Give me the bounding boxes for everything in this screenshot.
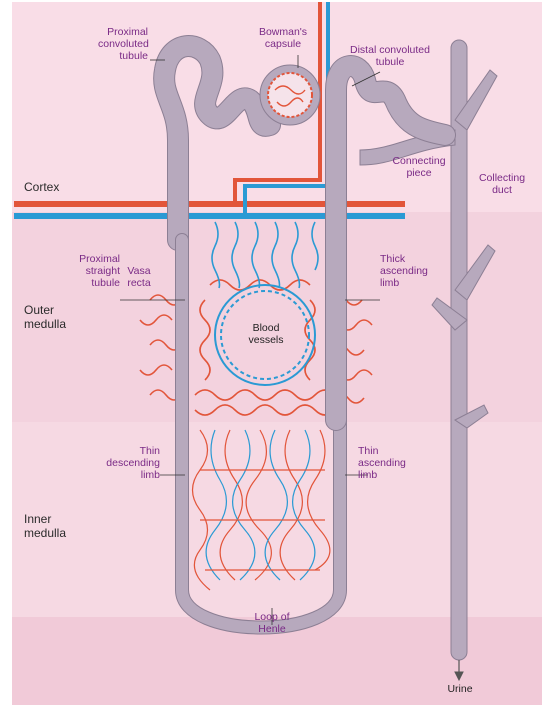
zone-label-cortex: Cortex <box>24 180 59 194</box>
label-distal-convoluted-tubule: Distal convoluted tubule <box>340 44 440 68</box>
label-thin-descending-limb: Thin descending limb <box>92 445 160 481</box>
label-bowmans-capsule: Bowman's capsule <box>255 26 311 50</box>
label-vasa-recta: Vasa recta <box>122 265 156 289</box>
zone-label-inner-medulla: Inner medulla <box>24 512 66 540</box>
zone-label-outer-medulla: Outer medulla <box>24 303 66 331</box>
label-proximal-convoluted-tubule: Proximal convoluted tubule <box>98 26 148 62</box>
label-thin-ascending-limb: Thin ascending limb <box>358 445 422 481</box>
label-urine: Urine <box>440 683 480 695</box>
label-blood-vessels: Blood vessels <box>238 322 294 346</box>
label-thick-ascending-limb: Thick ascending limb <box>380 253 440 289</box>
label-proximal-straight-tubule: Proximal straight tubule <box>62 253 120 289</box>
label-collecting-duct: Collecting duct <box>470 172 534 196</box>
bowmans-capsule-shape <box>260 65 320 125</box>
label-loop-of-henle: Loop of Henle <box>242 611 302 635</box>
label-connecting-piece: Connecting piece <box>386 155 452 179</box>
